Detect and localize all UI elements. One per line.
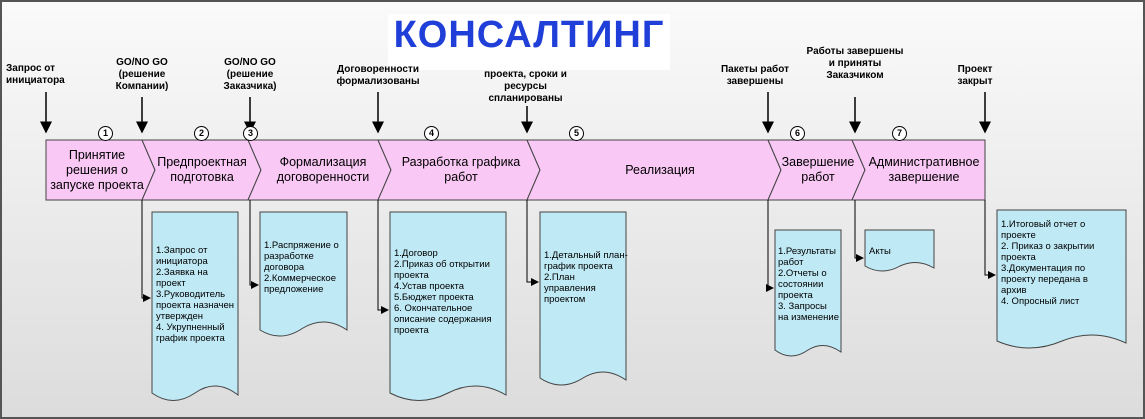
stage-label-3: Формализация договоренности [276, 155, 370, 184]
event-label-go-company: GO/NO GO (решение Компании) [115, 57, 169, 92]
document-shape-3 [389, 211, 507, 401]
stage-number-7: 7 [892, 126, 907, 141]
document-text-3: 1.Договор 2.Приказ об открытии проекта 4… [394, 248, 492, 336]
document-shape-2 [259, 211, 348, 337]
stage-number-6: 6 [790, 126, 805, 141]
document-shape-4 [539, 211, 627, 386]
event-label-planned: проекта, сроки и ресурсы спланированы [484, 69, 567, 104]
event-label-agreements: Договоренности формализованы [336, 64, 420, 87]
stage-label-6: Завершение работ [781, 155, 855, 184]
stage-label-1: Принятие решения о запуске проекта [50, 147, 144, 192]
stage-number-5: 5 [569, 126, 584, 141]
connector-3 [377, 200, 389, 314]
stage-label-2: Предпроектная подготовка [157, 155, 247, 184]
document-shape-1 [151, 211, 239, 401]
connector-5 [766, 200, 774, 292]
stage-number-2: 2 [194, 126, 209, 141]
event-label-go-customer: GO/NO GO (решение Заказчика) [223, 57, 277, 92]
connector-4 [526, 200, 539, 286]
document-text-7: 1.Итоговый отчет о проекте 2. Приказ о з… [1001, 219, 1095, 307]
stage-label-4: Разработка графика работ [401, 155, 521, 184]
connector-2 [249, 200, 259, 289]
connector-6 [854, 200, 864, 262]
document-shape-5 [774, 229, 842, 357]
document-text-5: 1.Результаты работ 2.Отчеты о состоянии … [778, 246, 840, 323]
title-box [388, 14, 670, 70]
connector-1 [141, 200, 151, 302]
document-text-1: 1.Запрос от инициатора 2.Заявка на проек… [156, 245, 235, 344]
connector-7 [984, 200, 996, 279]
diagram-title: КОНСАЛТИНГ [393, 14, 665, 56]
stage-label-5: Реализация [625, 162, 695, 177]
stage-number-1: 1 [98, 126, 113, 141]
document-shape-7 [996, 209, 1127, 349]
document-shape-6 [864, 229, 935, 272]
stage-number-3: 3 [243, 126, 258, 141]
stage-number-4: 4 [424, 126, 439, 141]
event-label-closed: Проект закрыт [957, 64, 993, 87]
event-label-packages-done: Пакеты работ завершены [720, 64, 789, 87]
document-text-4: 1.Детальный план- график проекта 2.План … [544, 250, 628, 305]
document-text-6: Акты [869, 246, 891, 257]
event-label-request: Запрос от инициатора [6, 63, 65, 86]
stage-label-7: Административное завершение [868, 155, 980, 184]
event-label-accepted: Работы завершены и приняты Заказчиком [806, 46, 904, 81]
document-text-2: 1.Распряжение о разработке договора 2.Ко… [264, 240, 339, 295]
stage-shape-7 [851, 139, 986, 201]
